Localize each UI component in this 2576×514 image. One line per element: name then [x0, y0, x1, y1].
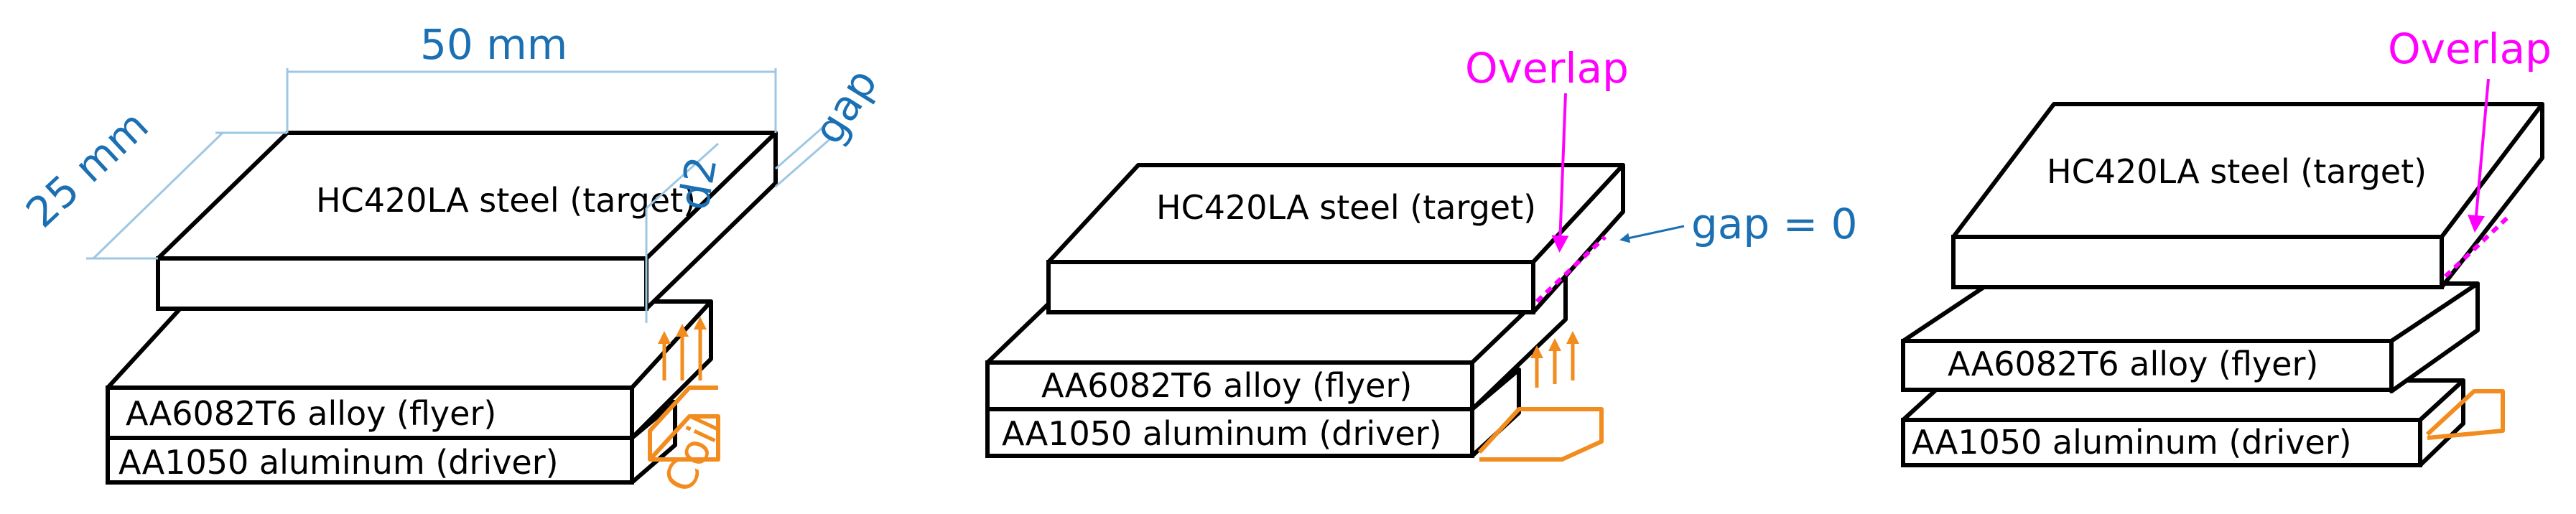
flyer-label: AA6082T6 alloy (flyer)	[126, 394, 496, 433]
target-plate: HC420LA steel (target)	[1046, 163, 1625, 314]
dim-width-label: 50 mm	[420, 20, 567, 69]
gap-label: gap = 0	[1691, 200, 1858, 248]
panel-2: AA1050 aluminum (driver) AA6082T6 alloy …	[985, 44, 1858, 462]
panel-1: AA1050 aluminum (driver) AA6082T6 alloy …	[17, 20, 887, 500]
target-label: HC420LA steel (target)	[316, 181, 696, 220]
target-plate: HC420LA steel (target)	[156, 131, 778, 311]
driver-label: AA1050 aluminum (driver)	[1912, 423, 2352, 462]
coil	[2425, 389, 2505, 440]
target-label: HC420LA steel (target)	[2047, 152, 2427, 191]
flyer-plate: AA6082T6 alloy (flyer)	[1901, 281, 2480, 393]
overlap-label: Overlap	[1465, 44, 1629, 93]
flyer-label: AA6082T6 alloy (flyer)	[1948, 345, 2318, 383]
target-plate: HC420LA steel (target)	[1951, 102, 2544, 289]
gap-callout: gap = 0	[1619, 200, 1858, 248]
coil	[1477, 331, 1604, 462]
target-label: HC420LA steel (target)	[1156, 188, 1536, 227]
driver-label: AA1050 aluminum (driver)	[118, 443, 559, 482]
driver-plate: AA1050 aluminum (driver)	[1901, 378, 2465, 467]
panel-3: AA1050 aluminum (driver) AA6082T6 alloy …	[1901, 24, 2552, 467]
overlap-marker: Overlap	[2388, 24, 2552, 279]
flyer-plate: AA6082T6 alloy (flyer)	[106, 299, 713, 440]
overlap-label: Overlap	[2388, 24, 2552, 73]
flyer-label: AA6082T6 alloy (flyer)	[1041, 366, 1412, 405]
dim-d2-label: d2	[669, 153, 727, 213]
overlap-marker: Overlap	[1465, 44, 1629, 304]
dim-gap-label: gap	[804, 60, 887, 153]
driver-label: AA1050 aluminum (driver)	[1002, 414, 1442, 453]
